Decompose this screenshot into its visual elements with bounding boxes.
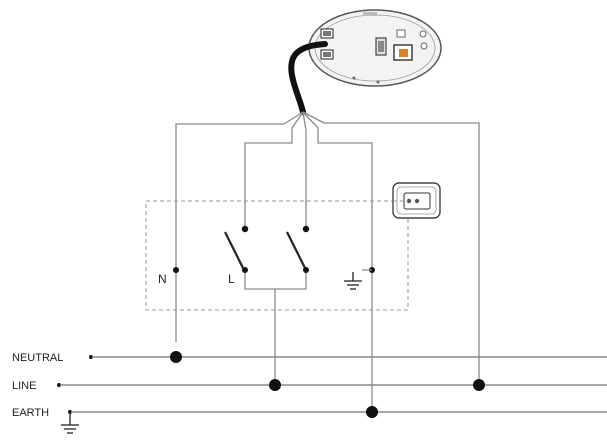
neutral-terminal-dot <box>173 267 179 273</box>
line-junction-switch <box>269 379 281 391</box>
switch-1-bottom-terminal <box>242 267 248 273</box>
neutral-terminal-label: N <box>158 272 167 286</box>
switch-enclosure <box>145 200 409 311</box>
line-junction-module <box>473 379 485 391</box>
top-distribution-wires <box>175 122 480 412</box>
earth-junction <box>366 406 378 418</box>
line-bus <box>57 383 607 387</box>
neutral-bus-label: NEUTRAL <box>12 352 63 364</box>
switch-icon <box>224 231 244 269</box>
switch-2-top-terminal <box>302 225 310 233</box>
neutral-bus <box>89 355 607 359</box>
cable-fanout-wires <box>283 111 325 131</box>
wall-plate-icon <box>392 182 441 219</box>
neutral-junction <box>170 351 182 363</box>
switch-2-bottom-terminal <box>303 267 309 273</box>
line-bus-label: LINE <box>12 380 36 392</box>
line-terminal-label: L <box>228 272 235 286</box>
switch-icon <box>286 231 306 269</box>
earth-bus <box>68 410 607 414</box>
ground-icon <box>344 272 362 290</box>
module-cable <box>288 41 328 115</box>
controller-module-icon <box>308 9 442 87</box>
earth-bus-label: EARTH <box>12 407 49 419</box>
ground-icon <box>61 412 79 434</box>
switch-1-top-terminal <box>241 225 249 233</box>
